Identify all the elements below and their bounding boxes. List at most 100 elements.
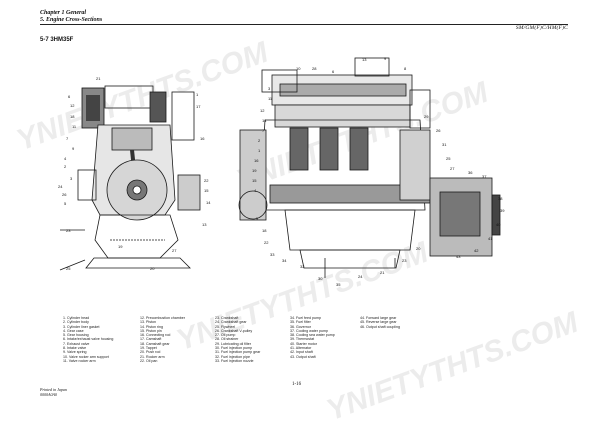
legend-item: 37. Cooling water pump — [290, 328, 328, 333]
callout-number: 3 — [70, 176, 73, 181]
callout-number: 24 — [58, 184, 63, 189]
legend-item: 29. Lubricating oil filter — [215, 341, 251, 346]
footer: Printed in Japan 0000A0A0 — [40, 387, 67, 397]
output-shaft-coupling — [491, 194, 501, 236]
legend-item: 44. Forward large gear — [360, 316, 397, 320]
legend-column-1: 1. Cylinder head 2. Cylinder body 3. Cyl… — [63, 316, 113, 363]
callout-number: 12 — [70, 103, 75, 108]
legend-item: 17. Camshaft — [140, 337, 162, 342]
callout-number: 24 — [358, 274, 363, 279]
callout-number: 3 — [268, 86, 271, 91]
legend-item: 40. Starter motor — [290, 341, 317, 346]
callout-number: 8 — [404, 66, 407, 71]
callout-number: 43 — [456, 254, 461, 259]
callout-number: 37 — [482, 174, 487, 179]
callout-number: 2 — [64, 164, 67, 169]
legend-item: 36. Governor — [290, 324, 311, 329]
chapter-header: Chapter 1 General 5. Engine Cross-Sectio… — [40, 10, 102, 24]
callout-number: 26 — [436, 128, 441, 133]
callout-number: 12 — [260, 108, 265, 113]
legend-item: 20. Push rod — [140, 350, 161, 355]
callout-number: 19 — [252, 168, 257, 173]
piston-3 — [349, 127, 369, 171]
callout-number: 4 — [254, 188, 257, 193]
cylinder-head — [274, 104, 411, 128]
callout-number: 33 — [270, 252, 275, 257]
legend-item: 24. Crankshaft gear — [215, 320, 247, 325]
callout-number: 1 — [196, 92, 199, 97]
callout-number: 9 — [384, 56, 387, 61]
footer-line: Printed in Japan — [40, 387, 67, 392]
callout-number: 11 — [268, 96, 273, 101]
fuel-injection-nozzle — [149, 91, 167, 123]
legend-column-3: 23. Crankshaft 24. Crankshaft gear 25. F… — [215, 316, 260, 363]
callout-number: 7 — [66, 136, 69, 141]
legend-item: 14. Piston ring — [140, 324, 163, 329]
callout-number: 29 — [424, 114, 429, 119]
piston-2 — [319, 127, 339, 171]
section-title-header: 5. Engine Cross-Sections — [40, 17, 103, 23]
callout-number: 38 — [498, 196, 503, 201]
callout-number: 15 — [204, 188, 209, 193]
legend-item: 22. Oil pan — [140, 358, 158, 363]
callout-number: 36 — [468, 170, 473, 175]
legend-item: 13. Piston — [140, 320, 156, 325]
legend-item: 16. Connecting rod — [140, 333, 171, 338]
callout-number: 22 — [264, 240, 269, 245]
air-intake — [261, 69, 298, 93]
legend-item: 3. Cylinder liner gasket — [63, 324, 100, 329]
callout-number: 17 — [196, 104, 201, 109]
header-rule — [40, 24, 568, 25]
legend-item: 2. Cylinder body — [63, 320, 89, 325]
callout-number: 20 — [150, 266, 155, 271]
callout-number: 21 — [380, 270, 385, 275]
callout-number: 18 — [70, 114, 75, 119]
callout-number: 27 — [172, 248, 177, 253]
legend-item: 33. Fuel injection nozzle — [215, 358, 254, 363]
callout-number: 11 — [72, 124, 77, 129]
callout-number: 28 — [312, 66, 317, 71]
legend-item: 46. Output shaft coupling — [360, 324, 400, 329]
section-heading: 5-7 3HM35F — [40, 37, 74, 43]
legend-item: 42. Input shaft — [290, 350, 313, 355]
legend-item: 28. Oil strainer — [215, 337, 239, 342]
legend-item: 30. Fuel injection pump — [215, 346, 253, 351]
callout-number: 1 — [258, 148, 261, 153]
legend-item: 38. Cooling sea water pump — [290, 333, 335, 338]
callout-number: 5 — [64, 201, 67, 206]
flywheel-housing — [399, 129, 431, 201]
legend-item: 35. Fuel filter — [290, 320, 311, 325]
callout-number: 10 — [296, 66, 301, 71]
callout-number: 31 — [442, 142, 447, 147]
legend-item: 7. Exhaust valve — [63, 341, 90, 346]
legend-column-4: 34. Fuel feed pump 35. Fuel filter 36. G… — [290, 316, 335, 359]
callout-number: 35 — [336, 282, 341, 287]
cross-section-transverse — [59, 85, 201, 271]
legend-item: 41. Alternator — [290, 346, 312, 351]
callout-number: 13 — [362, 57, 367, 62]
legend-item: 10. Valve rocker arm support — [63, 354, 109, 359]
callout-number: 5 — [256, 216, 259, 221]
legend-item: 1. Cylinder head — [63, 316, 90, 320]
legend-item: 19. Tappet — [140, 346, 157, 351]
callout-number: 23 — [66, 228, 71, 233]
legend-item: 23. Crankshaft — [215, 316, 239, 320]
legend-item: 25. Flywheel — [215, 324, 236, 329]
callout-number: 41 — [488, 236, 493, 241]
callout-number: 25 — [66, 266, 71, 271]
callout-number: 9 — [72, 146, 75, 151]
crankshaft-v-pulley — [238, 190, 268, 220]
callout-number: 7 — [262, 128, 265, 133]
legend-item: 12. Precombustion chamber — [140, 316, 185, 320]
gear-case — [239, 129, 267, 221]
callout-number: 13 — [202, 222, 207, 227]
oil-pan — [284, 209, 416, 251]
callout-number: 18 — [262, 228, 267, 233]
callout-number: 14 — [262, 118, 267, 123]
callout-number: 4 — [64, 156, 67, 161]
page-number: 1-16 — [292, 382, 302, 387]
callout-number: 6 — [68, 94, 71, 99]
legend-item: 32. Fuel injection pipe — [215, 354, 250, 359]
